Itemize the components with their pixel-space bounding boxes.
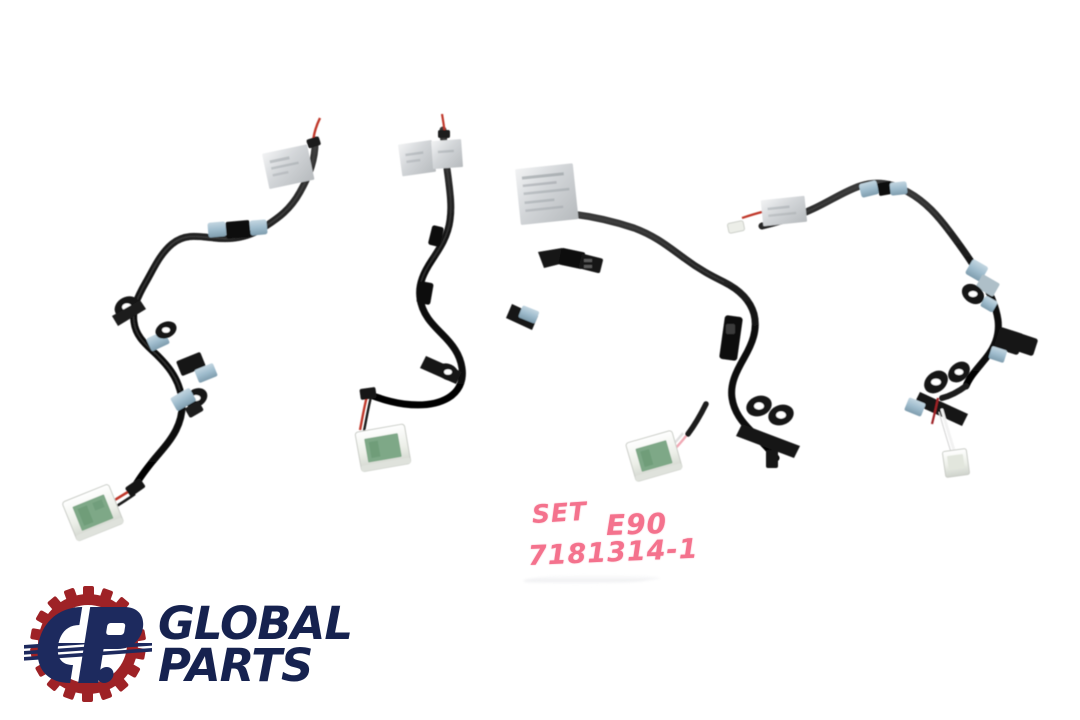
harness-front-right — [506, 163, 800, 482]
cp-monogram-icon — [37, 606, 144, 683]
white-connector — [625, 430, 683, 482]
handwritten-set-label: SET — [531, 496, 588, 529]
cable-clip — [420, 356, 462, 384]
harness-rear-right — [727, 179, 1038, 478]
cable-label — [398, 140, 436, 177]
brand-watermark: GLOBAL PARTS — [24, 582, 354, 707]
harness-rear-left — [354, 113, 466, 472]
brand-line-parts: PARTS — [158, 638, 313, 692]
white-connector — [354, 423, 412, 472]
double-loop-clip — [736, 395, 800, 468]
inline-connector-pair — [538, 248, 603, 273]
inline-connector-blue — [207, 219, 268, 239]
small-white-connector — [942, 448, 970, 478]
cable-label — [760, 195, 808, 227]
harness-front-left — [62, 117, 322, 542]
white-connector — [62, 484, 124, 542]
global-parts-logo-icon — [24, 583, 152, 707]
cable-label — [431, 139, 463, 170]
cable-label — [262, 144, 315, 189]
cable-label — [515, 163, 579, 225]
brand-line-global: GLOBAL — [158, 597, 353, 651]
brand-wordmark: GLOBAL PARTS — [158, 597, 353, 692]
mounting-clip-cluster — [112, 296, 218, 418]
mid-connector — [961, 259, 1000, 312]
cable-clip — [506, 304, 539, 330]
paper-note-edge — [524, 572, 662, 586]
